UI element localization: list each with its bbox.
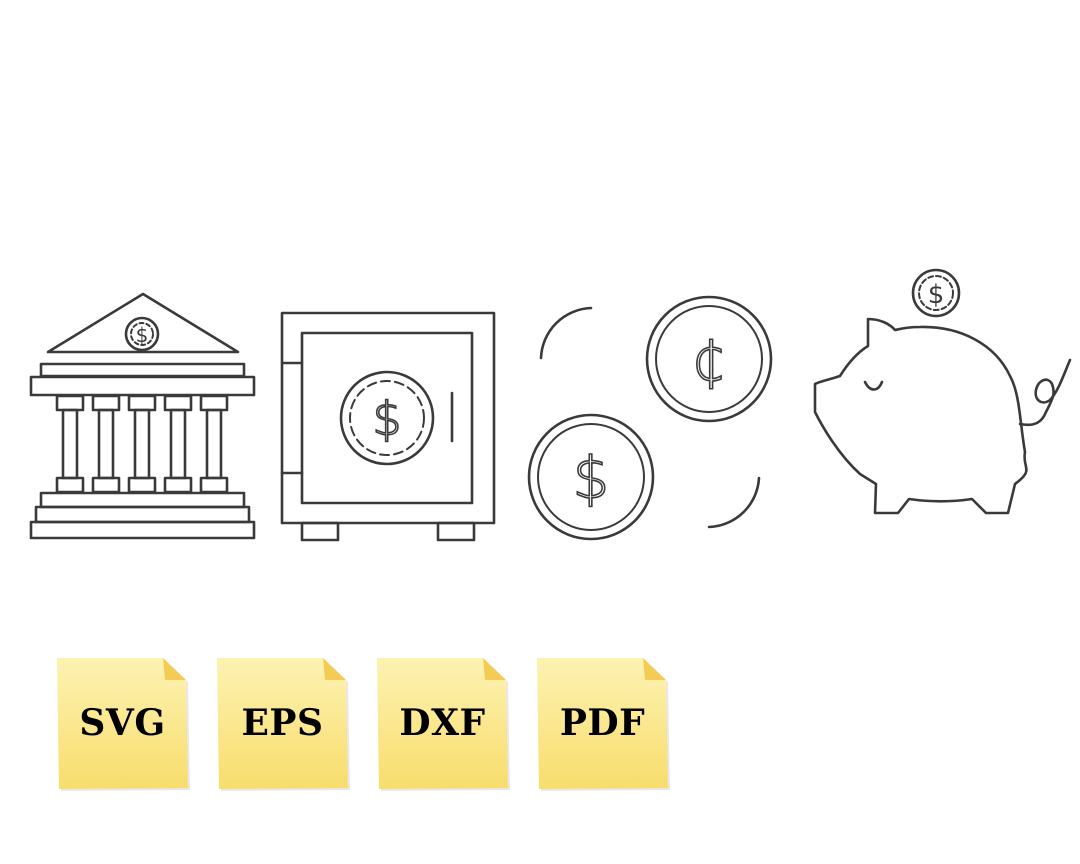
svg-text:$: $ [372,392,401,446]
bank-icon: $ [28,292,258,544]
coins-exchange-icon: ¢ $ [525,292,780,544]
format-note-eps: EPS [215,658,350,792]
format-label: DXF [399,702,486,744]
safe-icon: $ [280,311,498,543]
format-note-svg: SVG [55,658,190,792]
format-label: SVG [79,702,166,744]
format-note-dxf: DXF [375,658,510,792]
svg-text:$: $ [928,280,945,310]
svg-text:¢: ¢ [691,326,728,394]
format-label: PDF [559,702,646,744]
format-note-pdf: PDF [535,658,670,792]
format-label: EPS [241,702,324,744]
piggy-bank-icon: $ [810,264,1072,519]
svg-text:$: $ [573,444,610,512]
svg-text:$: $ [136,323,149,347]
